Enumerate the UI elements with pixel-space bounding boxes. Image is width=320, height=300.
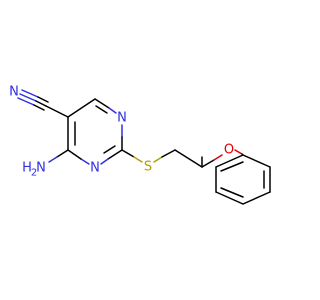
c2-to-s-bond-a [121,149,135,158]
s-to-ch2-bond-b [161,149,176,158]
ring-n1-label: N [117,111,127,126]
amine-bond-a [56,149,69,158]
s-to-ch2-bond-a [153,156,163,163]
ch2-to-o-bond-a2 [201,159,215,168]
ring-bond-c5-c6 [67,98,96,118]
atom-labels: N N N N H 2 S O [9,85,234,179]
phenyl-bond-1 [242,154,271,168]
ring-bond-c2-n3-b [100,158,109,165]
nitrile-nitrogen-label: N [9,85,19,100]
phenoxy-link [234,149,244,156]
nitrile-to-ring-bond [45,105,69,118]
amine-nitrogen-label: N [36,161,46,176]
nitrile-group [17,89,69,118]
molecule-svg: N N N N H 2 S O [9,85,271,205]
phenyl-bond-4-double [220,187,244,198]
ring-bond-n3-c4-a [80,158,90,165]
amino-group [48,149,69,163]
ch2-to-ch2-bond [174,149,203,168]
ring-bond-c2-n3-a [107,149,123,160]
ring-n3-label: N [90,161,100,176]
phenyl-bond-3 [242,191,271,205]
o-to-phenyl-bond-a [234,149,243,155]
ch2-to-o-bond-b [213,154,223,161]
nitrile-triple-bond-b2 [37,96,49,103]
nitrile-triple-bond-a2 [35,100,47,107]
oxygen-label: O [224,143,234,158]
sulfur-label: S [144,160,152,175]
pyrimidine-ring [67,98,123,165]
amine-hydrogen-count: 2 [31,168,37,179]
ring-bond-n3-c4-b [67,149,82,160]
phenyl-bond-6 [215,154,244,168]
ring-bond-c6-n1-double-a [95,105,108,114]
ring-bond-c6-n1-a [94,98,110,109]
phenyl-ring [215,154,271,205]
nitrile-triple-bond-c2 [33,104,45,111]
c2-to-s-bond-b [133,156,143,163]
ring-bond-c2-n3-double-a [103,145,116,154]
thioether-chain [121,149,223,168]
molecule-drawing: N N N N H 2 S O [9,85,271,205]
phenyl-bond-4 [215,191,244,205]
nitrile-triple-bond-c [17,97,35,106]
ring-bond-c6-n1-b [108,107,117,114]
amine-bond-b [48,156,58,163]
nitrile-triple-bond-b [21,89,39,98]
amine-hydrogen-label: H [22,161,32,176]
nitrile-triple-bond-a [19,93,37,102]
phenyl-bond-6-double [220,161,244,172]
